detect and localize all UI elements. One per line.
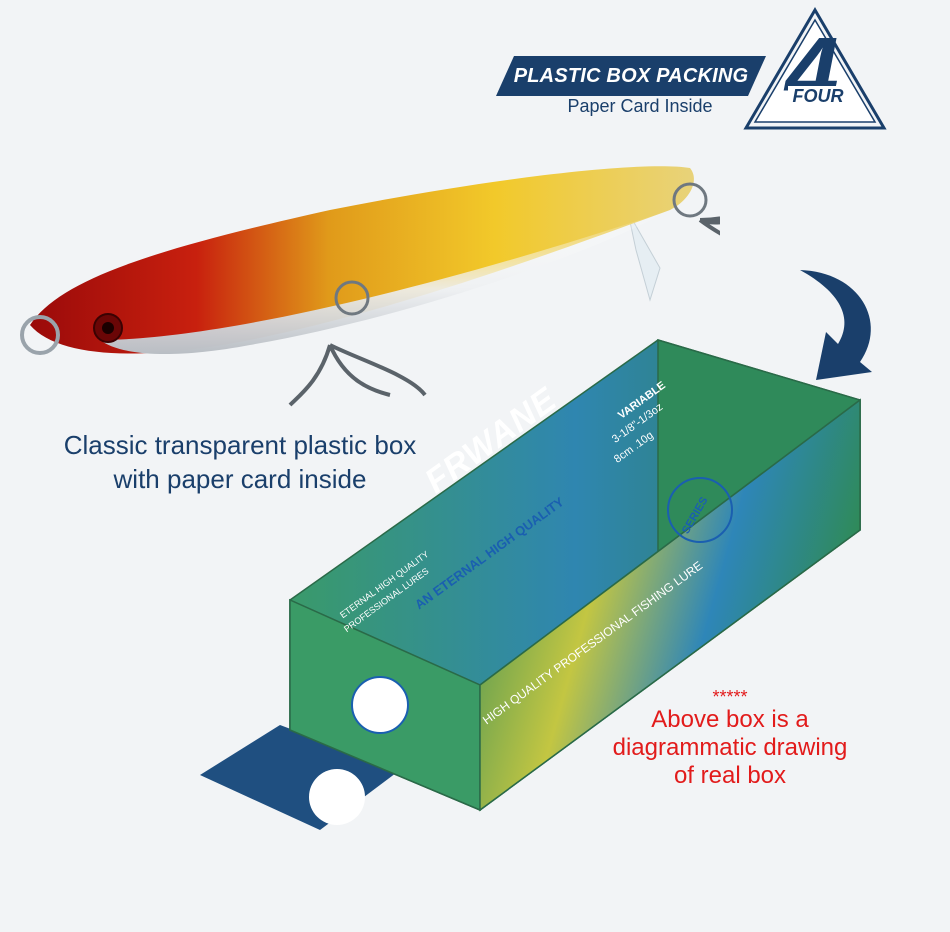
note-line-3: of real box [673,762,787,789]
note-line-2: diagrammatic drawing [612,734,848,761]
caption-line-1: Classic transparent plastic box [63,430,417,460]
banner-title: PLASTIC BOX PACKING [513,65,749,87]
curved-arrow-icon [800,270,872,380]
banner-shape [496,56,766,96]
header-banner: PLASTIC BOX PACKING [496,56,766,96]
note-stars: ***** [712,687,748,707]
left-caption: Classic transparent plastic box with pap… [20,428,460,496]
caption-line-2: with paper card inside [113,464,367,494]
badge-number: 4 [783,18,838,125]
badge-word: FOUR [788,86,848,107]
four-triangle-badge: 4 [743,7,887,130]
banner-subtitle: Paper Card Inside [567,96,713,116]
fishing-lure-image [20,166,720,407]
note-line-1: Above box is a [651,706,809,733]
diagram-note: ***** Above box is a diagrammatic drawin… [560,688,900,790]
hang-hole [309,769,365,825]
plastic-box-diagram [200,338,861,830]
